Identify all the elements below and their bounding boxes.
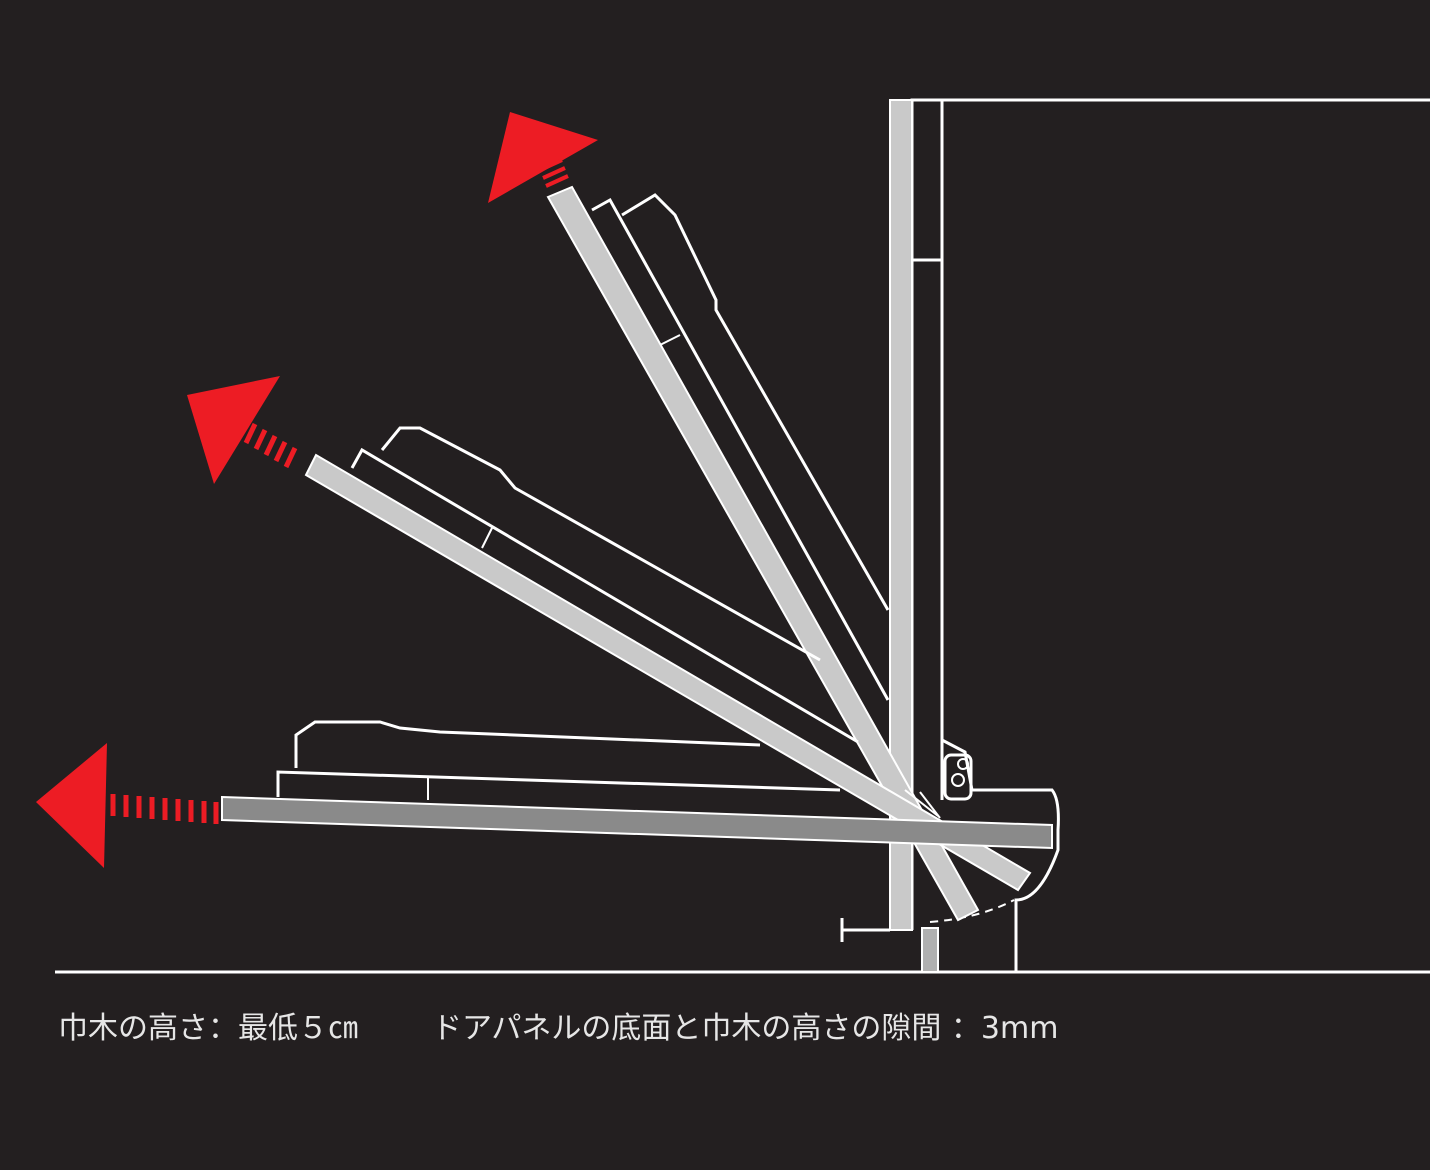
arrow-dashes-upper bbox=[539, 158, 569, 188]
pivot-lines bbox=[904, 789, 941, 819]
cabinet-body bbox=[910, 98, 1430, 930]
door-frame-open-inner bbox=[294, 720, 761, 768]
door-frame-open bbox=[276, 770, 841, 797]
door-position-middle bbox=[304, 426, 1032, 892]
door-panel-middle bbox=[304, 453, 1032, 892]
caption-door-gap: ドアパネルの底面と巾木の高さの隙間 ：3mm bbox=[432, 1011, 1059, 1046]
arrow-lower bbox=[36, 743, 219, 868]
hinge-pin-top bbox=[957, 758, 969, 770]
caption-skirting-height: 巾木の高さ：最低５㎝ bbox=[58, 1011, 358, 1046]
door-frame-middle bbox=[350, 447, 859, 744]
door-frame-upper bbox=[591, 197, 890, 701]
swing-arc bbox=[929, 899, 1015, 923]
hinge-pin-bottom bbox=[951, 773, 965, 787]
door-frame-upper-seam bbox=[659, 334, 681, 346]
arrow-dashes-lower bbox=[110, 794, 219, 824]
skirting-post bbox=[921, 927, 939, 973]
door-panel-open bbox=[221, 795, 1053, 850]
hinge-bracket bbox=[941, 738, 1060, 972]
door-position-upper bbox=[546, 185, 980, 922]
arrowhead-upper bbox=[488, 112, 598, 203]
arrow-upper bbox=[488, 112, 598, 203]
door-panel-upper bbox=[546, 185, 980, 922]
door-frame-middle-seam bbox=[481, 527, 493, 549]
hinge-plate bbox=[943, 753, 973, 801]
cabinet-side-panel bbox=[889, 99, 913, 931]
arrow-dashes-middle bbox=[243, 422, 298, 469]
arrowhead-middle bbox=[187, 376, 280, 484]
gap-marker bbox=[840, 918, 890, 942]
door-frame-middle-inner bbox=[380, 426, 821, 662]
door-position-open bbox=[221, 720, 1053, 850]
arrowhead-lower bbox=[36, 743, 107, 868]
arrow-middle bbox=[187, 376, 298, 484]
door-frame-upper-inner bbox=[621, 193, 890, 611]
